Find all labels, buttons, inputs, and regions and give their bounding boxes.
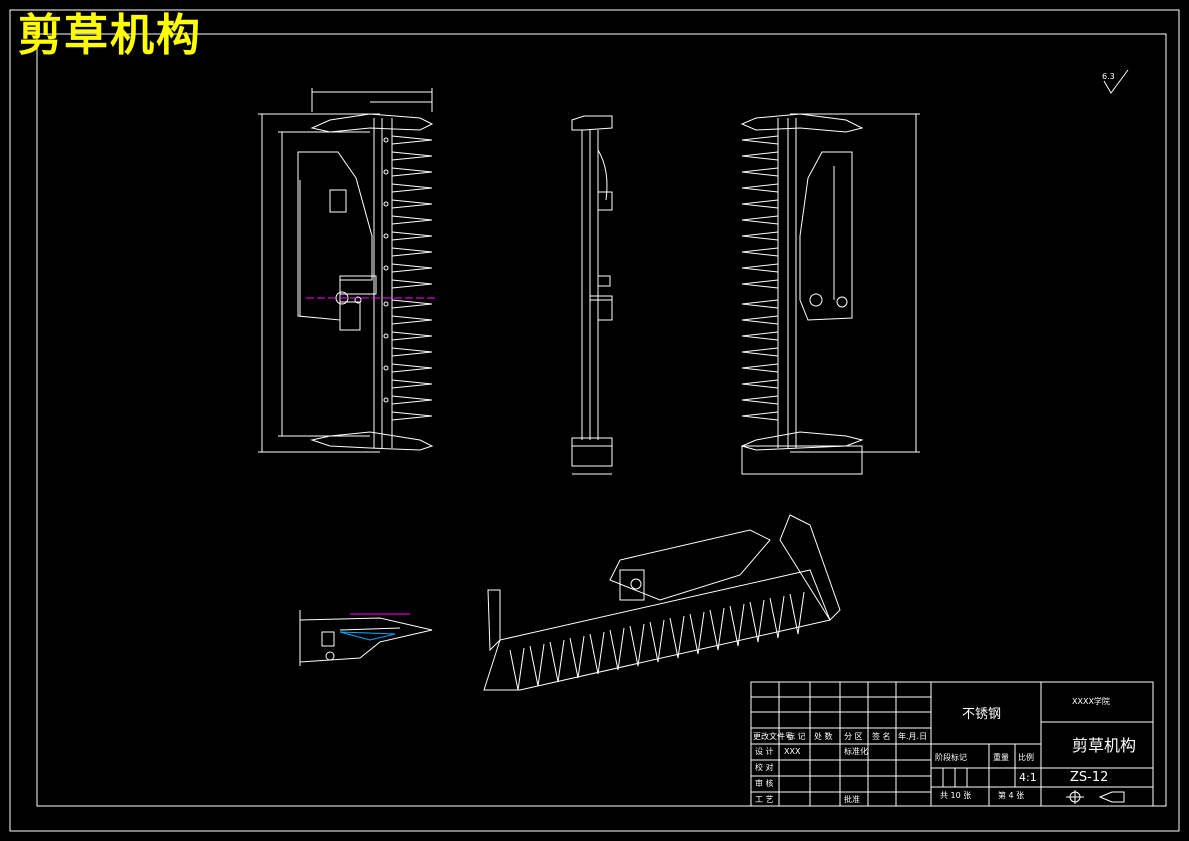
outer-border — [9, 9, 1180, 832]
tb-material: 不锈钢 — [962, 707, 1002, 722]
rear-view-fingers — [741, 135, 779, 421]
tb-sheet-number: 第 4 张 — [998, 791, 1025, 800]
tb-total-sheets: 共 10 张 — [940, 791, 972, 800]
tb-header-0: 更改文件号 — [753, 732, 793, 741]
front-view-fingers — [391, 135, 433, 421]
tb-approval: 批准 — [844, 795, 860, 804]
title-block — [750, 681, 1154, 807]
rear-view — [740, 113, 920, 475]
tb-scale: 4:1 — [1019, 771, 1037, 784]
isometric-view — [483, 514, 841, 691]
tb-drawing-number: ZS-12 — [1070, 770, 1109, 785]
detail-highlight — [339, 631, 396, 641]
tb-part-name: 剪草机构 — [1072, 736, 1137, 755]
tb-stage-label: 阶段标记 — [935, 753, 967, 762]
front-view — [258, 88, 434, 453]
front-view-rivets — [383, 137, 389, 403]
tb-scale-label: 比例 — [1018, 753, 1034, 762]
tb-school: XXXX学院 — [1072, 697, 1110, 706]
projection-symbol-icon — [1066, 790, 1125, 804]
inner-border — [36, 33, 1167, 807]
tb-row-design: 设 计 — [755, 747, 774, 756]
tb-header-2: 处 数 — [814, 732, 833, 741]
drawing-title: 剪草机构 — [18, 10, 202, 61]
tb-row-check: 校 对 — [755, 763, 774, 772]
tb-header-1: 标 记 — [787, 732, 806, 741]
tb-standardization: 标准化 — [844, 747, 868, 756]
side-view — [571, 115, 613, 475]
detail-view — [299, 610, 433, 666]
tb-row-process: 工 艺 — [755, 795, 774, 804]
tb-header-3: 分 区 — [844, 732, 863, 741]
roughness-symbol-icon — [1103, 69, 1129, 94]
tb-header-5: 年.月.日 — [898, 732, 928, 741]
tb-row-review: 审 核 — [755, 779, 774, 788]
tb-header-4: 签 名 — [872, 732, 891, 741]
isometric-fingers — [509, 591, 805, 691]
tb-designer: XXX — [784, 747, 801, 756]
tb-weight-label: 重量 — [993, 753, 1009, 762]
surface-roughness-value: 6.3 — [1102, 72, 1115, 81]
